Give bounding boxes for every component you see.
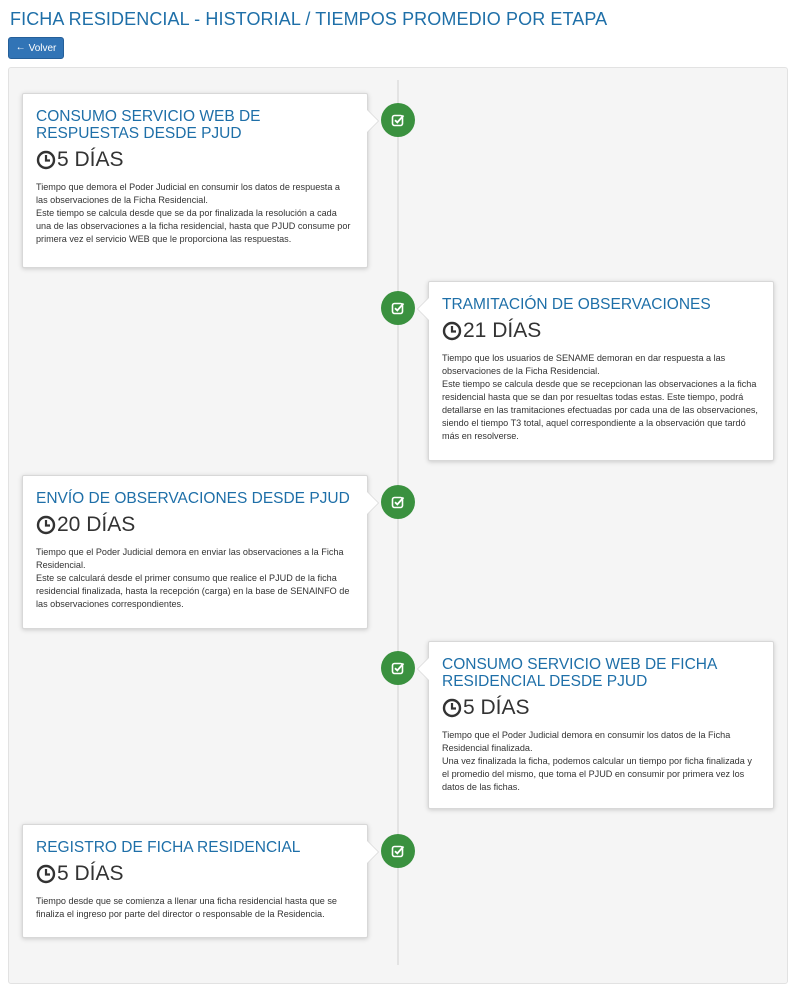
stage-duration: 20 DÍAS [36,513,353,537]
stage-description: Tiempo que el Poder Judicial demora en e… [36,547,350,609]
timeline-badge-2 [381,291,415,325]
stage-description: Tiempo desde que se comienza a llenar un… [36,896,337,919]
stage-duration: 5 DÍAS [442,696,759,720]
stage-duration-value: 21 DÍAS [463,319,542,342]
stage-description: Tiempo que demora el Poder Judicial en c… [36,182,351,244]
stage-duration: 21 DÍAS [442,319,759,343]
clock-icon [36,515,56,535]
check-square-icon [391,662,405,675]
clock-icon [36,150,56,170]
stage-title: CONSUMO SERVICIO WEB DE FICHA RESIDENCIA… [442,656,717,690]
stage-duration: 5 DÍAS [36,148,353,172]
back-button[interactable]: ← Volver [8,37,64,59]
check-square-icon [391,845,405,858]
timeline-badge-5 [381,834,415,868]
timeline-card-1: CONSUMO SERVICIO WEB DE RESPUESTAS DESDE… [22,93,368,268]
stage-title: ENVÍO DE OBSERVACIONES DESDE PJUD [36,490,350,507]
timeline-badge-4 [381,651,415,685]
stage-duration: 5 DÍAS [36,862,353,886]
stage-description: Tiempo que los usuarios de SENAME demora… [442,353,758,441]
timeline-line [397,80,399,965]
timeline-card-2: TRAMITACIÓN DE OBSERVACIONES 21 DÍAS Tie… [428,281,774,461]
stage-duration-value: 5 DÍAS [463,696,530,719]
back-button-label: Volver [28,42,57,54]
check-square-icon [391,114,405,127]
stage-duration-value: 20 DÍAS [57,513,136,536]
stage-duration-value: 5 DÍAS [57,148,124,171]
stage-title: REGISTRO DE FICHA RESIDENCIAL [36,839,301,856]
timeline-badge-1 [381,103,415,137]
stage-title: TRAMITACIÓN DE OBSERVACIONES [442,296,711,313]
timeline-card-4: CONSUMO SERVICIO WEB DE FICHA RESIDENCIA… [428,641,774,809]
clock-icon [442,321,462,341]
check-square-icon [391,496,405,509]
stage-description: Tiempo que el Poder Judicial demora en c… [442,730,752,792]
stage-title: CONSUMO SERVICIO WEB DE RESPUESTAS DESDE… [36,108,261,142]
clock-icon [36,864,56,884]
timeline-badge-3 [381,485,415,519]
check-square-icon [391,302,405,315]
arrow-left-icon: ← [15,42,26,53]
stage-duration-value: 5 DÍAS [57,862,124,885]
timeline-card-3: ENVÍO DE OBSERVACIONES DESDE PJUD 20 DÍA… [22,475,368,629]
clock-icon [442,698,462,718]
timeline-card-5: REGISTRO DE FICHA RESIDENCIAL 5 DÍAS Tie… [22,824,368,938]
page-title: FICHA RESIDENCIAL - HISTORIAL / TIEMPOS … [10,9,608,29]
